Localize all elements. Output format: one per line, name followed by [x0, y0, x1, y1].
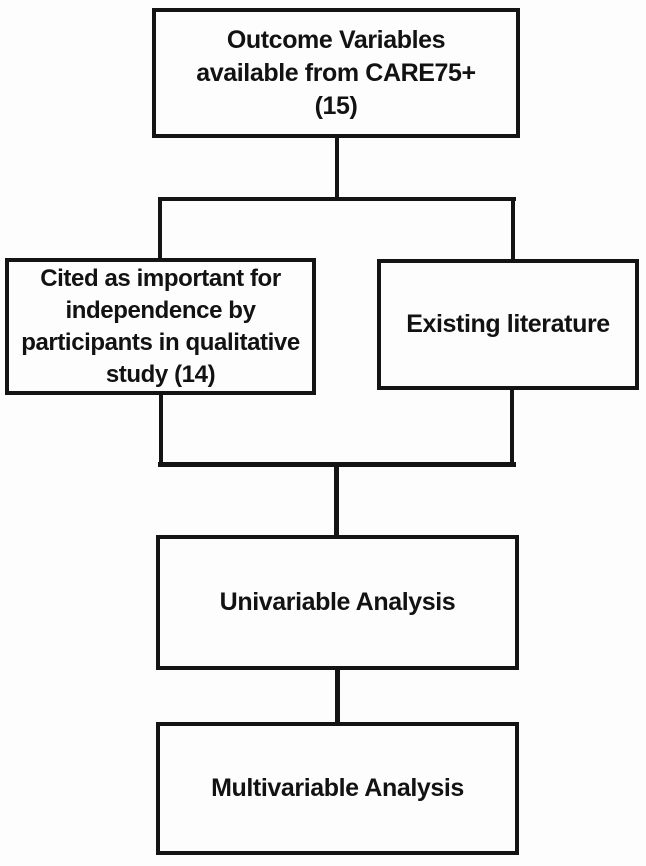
- connector-split-bar: [158, 197, 516, 201]
- connector-merge-to-univariable: [334, 462, 339, 538]
- connector-qualitative-stem: [159, 393, 163, 466]
- connector-branch-to-qualitative: [158, 197, 162, 261]
- connector-outcome-stem: [335, 136, 339, 201]
- connector-branch-to-literature: [511, 197, 515, 261]
- box-qualitative-study: Cited as important for independence by p…: [5, 258, 316, 395]
- box-univariable-analysis: Univariable Analysis: [156, 535, 519, 670]
- box-qualitative-study-label: Cited as important for independence by p…: [21, 264, 300, 388]
- box-outcome-variables: Outcome Variables available from CARE75+…: [152, 8, 520, 138]
- box-outcome-variables-label: Outcome Variables available from CARE75+…: [196, 25, 476, 120]
- connector-univariable-to-multivariable: [335, 668, 340, 725]
- box-multivariable-analysis: Multivariable Analysis: [156, 722, 519, 855]
- box-existing-literature-label: Existing literature: [406, 310, 610, 338]
- box-existing-literature: Existing literature: [377, 259, 639, 390]
- box-univariable-analysis-label: Univariable Analysis: [219, 588, 456, 616]
- box-multivariable-analysis-label: Multivariable Analysis: [211, 774, 464, 802]
- connector-literature-stem: [510, 389, 514, 466]
